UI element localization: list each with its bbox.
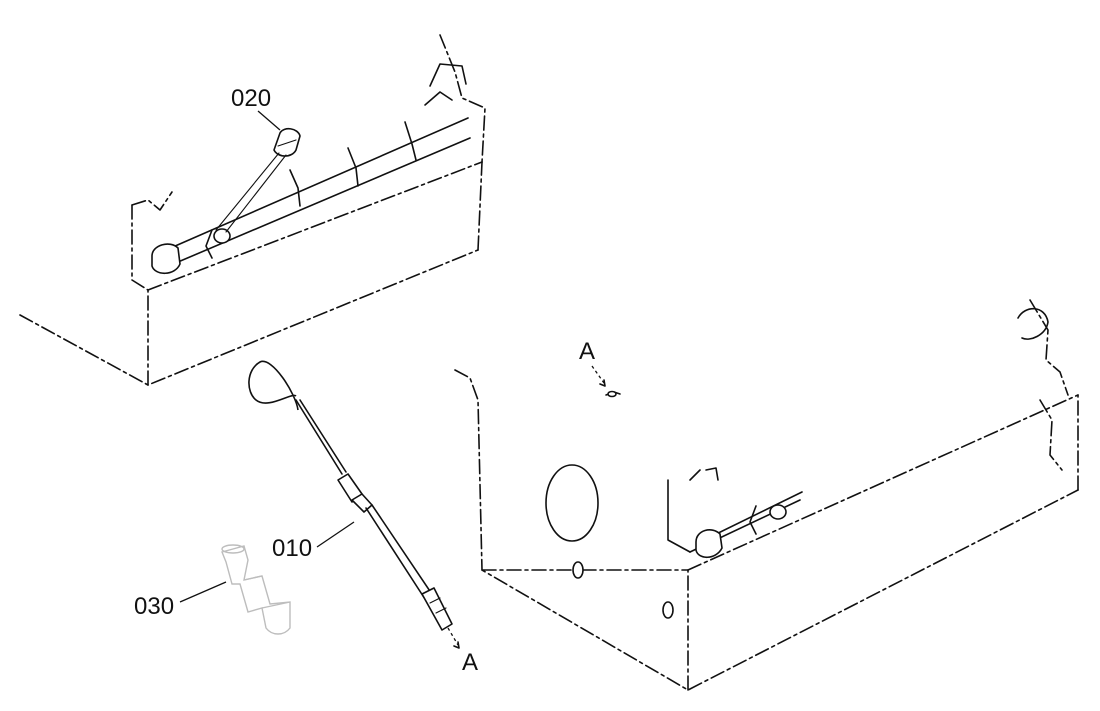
callout-030[interactable]: 030: [134, 581, 227, 620]
reference-a-top: A: [579, 338, 606, 387]
callout-020-label: 020: [231, 85, 271, 112]
part-010-dipstick[interactable]: [248, 360, 460, 649]
engine-block-lower: [454, 299, 1079, 691]
part-020-assembly-line: [215, 152, 287, 233]
callout-010[interactable]: 010: [272, 521, 355, 562]
part-020-plug[interactable]: [273, 127, 301, 157]
callout-020[interactable]: 020: [231, 85, 281, 131]
ref-a-bottom-label: A: [462, 649, 478, 676]
engine-block-upper: [19, 34, 486, 386]
callout-010-label: 010: [272, 535, 312, 562]
ref-a-top-label: A: [579, 338, 595, 365]
part-030-fitting[interactable]: [221, 544, 291, 635]
callout-030-label: 030: [134, 593, 174, 620]
